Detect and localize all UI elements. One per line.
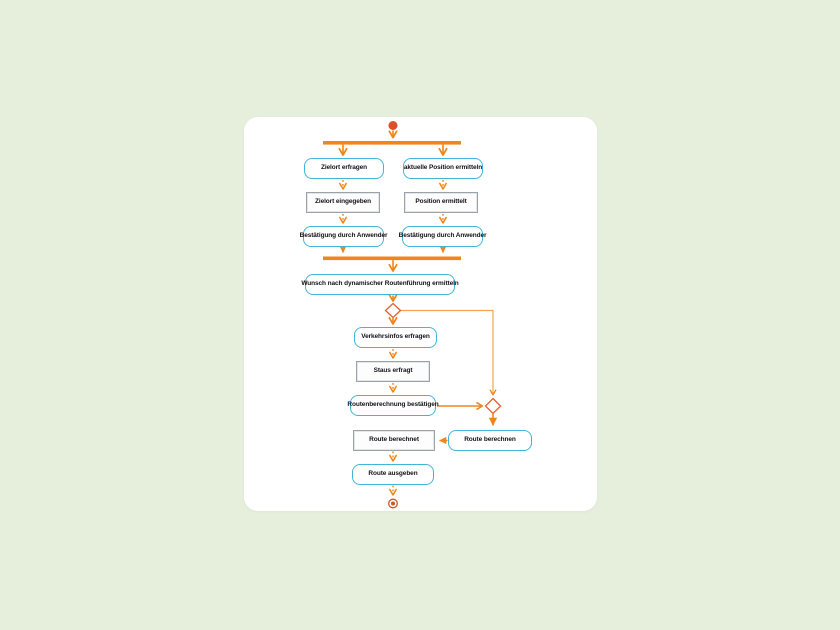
object-staus-erfragt: Staus erfragt xyxy=(356,361,430,382)
object-zielort-eingegeben: Zielort eingegeben xyxy=(306,192,380,213)
activity-bestaetigung-durch-anwender-rechts: Bestätigung durch Anwender xyxy=(399,226,487,247)
activity-aktuelle-position-ermitteln: aktuelle Position ermitteln xyxy=(403,158,483,179)
final-node-dot xyxy=(391,501,395,506)
connector-layer xyxy=(323,121,502,509)
branch-line xyxy=(400,309,497,396)
decision-diamond-2 xyxy=(484,397,502,415)
initial-node xyxy=(388,121,398,130)
final-node-ring xyxy=(388,498,398,509)
object-position-ermittelt: Position ermittelt xyxy=(404,192,478,213)
activity-route-berechnen: Route berechnen xyxy=(448,430,532,451)
join-bar xyxy=(323,256,461,261)
object-route-berechnet: Route berechnet xyxy=(353,430,435,451)
diagram-card: Zielort erfragen aktuelle Position ermit… xyxy=(244,117,597,511)
fork-bar xyxy=(323,141,461,145)
decision-diamond-1 xyxy=(384,302,402,319)
activity-routenberechnung-bestaetigen: Routenberechnung bestätigen xyxy=(347,395,439,416)
activity-wunsch-nach-dynamischer-routenfuehrung: Wunsch nach dynamischer Routenführung er… xyxy=(301,274,459,295)
activity-route-ausgeben: Route ausgeben xyxy=(352,464,434,485)
activity-bestaetigung-durch-anwender-links: Bestätigung durch Anwender xyxy=(300,226,388,247)
activity-verkehrsinfos-erfragen: Verkehrsinfos erfragen xyxy=(354,327,437,348)
activity-zielort-erfragen: Zielort erfragen xyxy=(304,158,384,179)
